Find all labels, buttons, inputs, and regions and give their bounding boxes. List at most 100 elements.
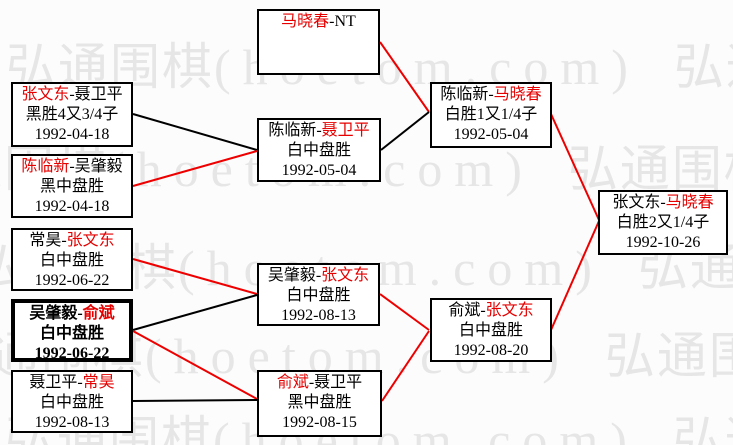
- player-separator: -: [77, 305, 83, 322]
- match-players: 张文东-聂卫平: [13, 85, 131, 105]
- player-name: 马晓春: [493, 86, 542, 103]
- match-result: 白中盘胜: [286, 142, 351, 159]
- player-name: 张文东: [21, 86, 70, 103]
- watermark-cjk-text: 弘通围棋: [567, 141, 733, 197]
- player-name: 吴肇毅: [74, 158, 123, 175]
- match-date: 1992-05-04: [281, 162, 357, 179]
- player-name: 张文东: [66, 232, 115, 249]
- match-players: 常昊-张文东: [13, 231, 131, 251]
- watermark-latin-text: (hoetom.com): [178, 240, 604, 296]
- player-name: 张文东: [485, 302, 534, 319]
- match-date: 1992-08-13: [281, 307, 356, 324]
- player-name: 聂卫平: [74, 86, 123, 103]
- match-date: 1992-08-20: [453, 342, 529, 359]
- player-name: 马晓春: [665, 194, 714, 211]
- connector-line-b1-b7: [132, 113, 258, 151]
- connector-line-b3-b8: [132, 258, 258, 295]
- connector-line-b2-b7: [132, 150, 258, 187]
- match-date: 1992-06-22: [34, 272, 110, 289]
- match-result: 白中盘胜: [39, 394, 104, 411]
- player-name: 吴肇毅: [29, 305, 78, 322]
- match-result: 白中盘胜: [39, 252, 104, 269]
- match-players: 俞斌-张文东: [432, 301, 550, 321]
- match-players: 陈临新-吴肇毅: [13, 157, 131, 177]
- player-name: NT: [334, 13, 356, 30]
- player-separator: -: [329, 13, 335, 30]
- connector-line-b11-b12: [550, 220, 600, 331]
- match-result: 白中盘胜: [286, 287, 351, 304]
- match-date: 1992-08-15: [282, 414, 357, 431]
- player-name: 陈临新: [21, 158, 70, 175]
- match-box-b6[interactable]: 马晓春-NT: [257, 9, 380, 75]
- connector-line-b10-b12: [550, 113, 600, 221]
- player-name: 常昊: [29, 232, 62, 249]
- player-name: 吴肇毅: [267, 267, 316, 284]
- player-separator: -: [660, 194, 666, 211]
- match-result: 白中盘胜: [458, 322, 523, 339]
- player-separator: -: [308, 374, 315, 391]
- match-date: 1992-04-18: [34, 126, 110, 143]
- connector-line-b4-b9: [132, 330, 258, 400]
- player-name: 陈临新: [268, 122, 317, 139]
- match-players: 张文东-马晓春: [600, 193, 726, 213]
- match-date: 1992-06-22: [34, 345, 110, 362]
- player-separator: -: [77, 374, 83, 391]
- connector-line-b6-b10: [379, 41, 430, 113]
- player-separator: -: [69, 158, 75, 175]
- player-name: 俞斌: [448, 302, 481, 319]
- match-result: 白中盘胜: [39, 325, 104, 342]
- match-result: 白胜1又1/4子: [444, 106, 538, 123]
- match-date: 1992-05-04: [453, 126, 529, 143]
- match-date: 1992-04-18: [34, 198, 110, 215]
- match-date: 1992-08-13: [34, 414, 110, 431]
- player-name: 张文东: [612, 194, 661, 211]
- watermark-cjk-text: 弘通围棋: [672, 412, 733, 445]
- player-name: 聂卫平: [321, 122, 370, 139]
- player-separator: -: [61, 232, 67, 249]
- player-separator: -: [480, 302, 486, 319]
- player-separator: -: [316, 122, 322, 139]
- match-result: 白胜2又1/4子: [616, 214, 710, 231]
- match-players: 吴肇毅-俞斌: [15, 304, 129, 324]
- player-name: 聂卫平: [314, 374, 363, 391]
- match-result: 黑胜4又3/4子: [25, 106, 119, 123]
- player-name: 张文东: [321, 267, 370, 284]
- connector-line-b9-b11: [381, 330, 430, 402]
- player-name: 聂卫平: [29, 374, 78, 391]
- match-result: 黑中盘胜: [39, 178, 104, 195]
- player-separator: -: [315, 267, 322, 284]
- watermark-cjk-text: 弘通围棋: [604, 328, 733, 384]
- match-players: 陈临新-马晓春: [432, 85, 550, 105]
- player-name: 马晓春: [281, 13, 330, 30]
- connector-line-b7-b10: [380, 111, 430, 151]
- match-players: 吴肇毅-张文东: [259, 266, 378, 286]
- player-name: 俞斌: [276, 374, 309, 391]
- player-name: 常昊: [82, 374, 115, 391]
- connector-line-b4-b8: [132, 294, 258, 331]
- connector-line-b5-b9: [132, 399, 258, 402]
- match-players: 陈临新-聂卫平: [259, 121, 379, 141]
- match-players: 俞斌-聂卫平: [259, 373, 380, 393]
- player-separator: -: [488, 86, 494, 103]
- connector-line-b8-b11: [379, 293, 430, 331]
- match-date: 1992-10-26: [625, 234, 701, 251]
- player-separator: -: [69, 86, 75, 103]
- player-name: 俞斌: [82, 305, 115, 322]
- watermark-cjk-text: 弘通围棋: [673, 39, 733, 95]
- match-players: 聂卫平-常昊: [13, 373, 131, 393]
- match-result: 黑中盘胜: [287, 394, 352, 411]
- match-players: 马晓春-NT: [259, 12, 378, 32]
- match-box-b10[interactable]: 陈临新-马晓春白胜1又1/4子 1992-05-04: [430, 82, 552, 148]
